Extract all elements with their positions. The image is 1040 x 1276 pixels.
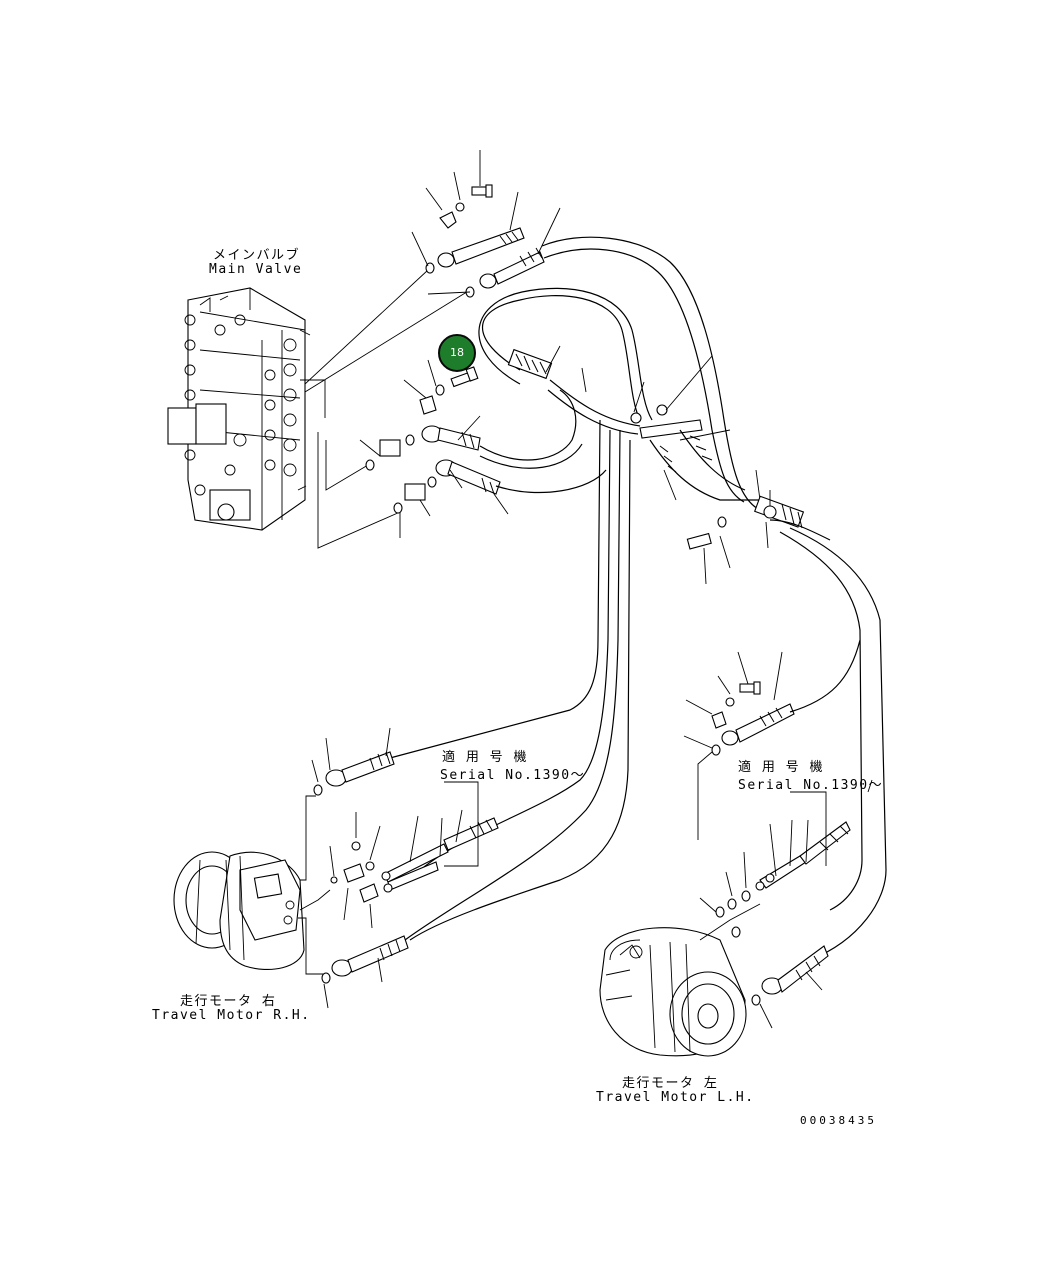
document-number: 00038435 bbox=[800, 1114, 877, 1127]
right-upper-fittings bbox=[630, 355, 805, 585]
upper-hose-fittings bbox=[411, 150, 561, 295]
travel-motor-rh-label-jp: 走行モータ 右 bbox=[180, 994, 277, 1009]
serial-label-en-2: Serial No.1390～ bbox=[738, 778, 884, 793]
travel-motor-rh-drawing bbox=[173, 851, 305, 970]
rh-motor-fittings bbox=[298, 727, 499, 1009]
main-valve-drawing bbox=[167, 287, 311, 531]
badge-area-fittings bbox=[359, 359, 509, 538]
main-valve-label-jp: メインバルブ bbox=[213, 248, 301, 263]
valve-fittings bbox=[365, 262, 475, 514]
lh-motor-fittings bbox=[683, 639, 861, 1029]
travel-motor-lh-drawing bbox=[599, 927, 747, 1057]
travel-motor-rh-label-en: Travel Motor R.H. bbox=[152, 1008, 311, 1023]
callout-badge[interactable]: 18 bbox=[438, 334, 476, 372]
travel-motor-lh-label-jp: 走行モータ 左 bbox=[622, 1076, 719, 1091]
main-valve-label-en: Main Valve bbox=[209, 262, 303, 277]
serial-label-jp-1: 適 用 号 機 bbox=[442, 750, 528, 765]
serial-label-en-1: Serial No.1390～ bbox=[440, 768, 586, 783]
serial-label-jp-2: 適 用 号 機 bbox=[738, 760, 824, 775]
travel-motor-lh-label-en: Travel Motor L.H. bbox=[596, 1090, 755, 1105]
